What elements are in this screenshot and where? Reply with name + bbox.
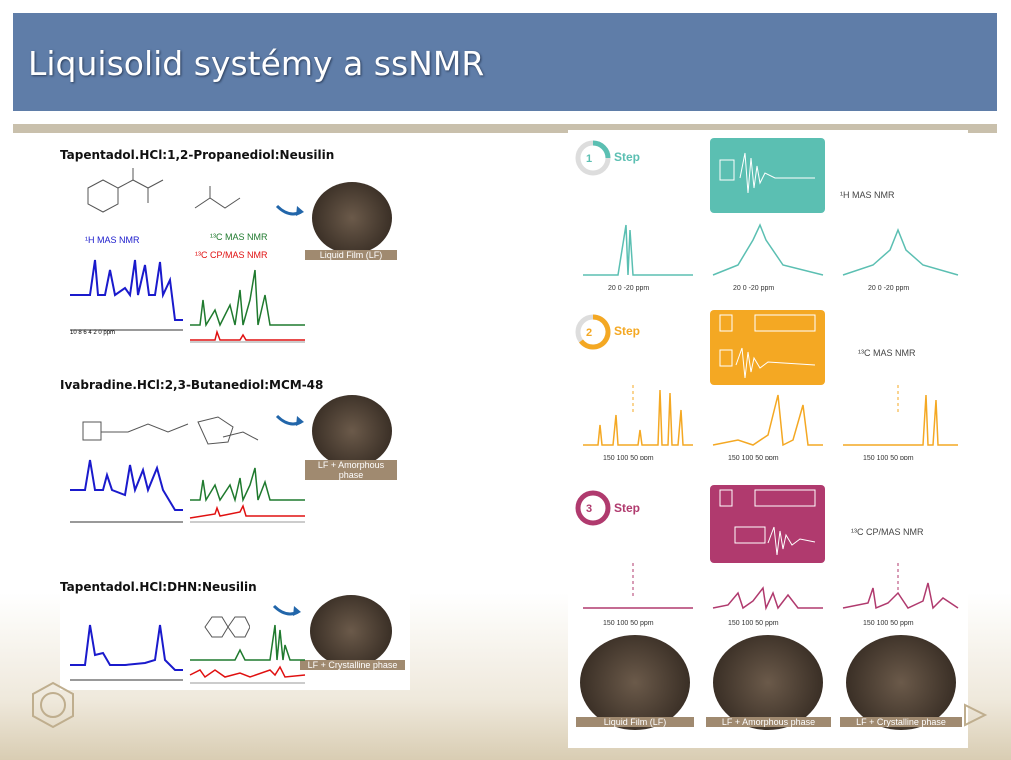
arrow-icon	[275, 204, 304, 216]
svg-text:150 100 50 ppm: 150 100 50 ppm	[863, 620, 914, 627]
pulse-sequence-box	[710, 138, 825, 213]
svg-text:150 100 50 ppm: 150 100 50 ppm	[603, 455, 654, 460]
left-figure-panel: Tapentadol.HCl:1,2-Propanediol:Neusilin …	[60, 140, 410, 690]
spectra-panel-2	[70, 459, 305, 523]
step-2-spectra: 150 100 50 ppm 150 100 50 ppm 150 100 50 p…	[583, 385, 958, 460]
panel-caption: Liquid Film (LF)	[305, 250, 397, 260]
pulse-sequence-box	[710, 485, 825, 563]
nmr-type-label: ¹³C CP/MAS NMR	[851, 527, 924, 537]
step-ring-icon: 2	[575, 314, 611, 350]
panel-caption: LF + Amorphous phase	[305, 460, 397, 480]
dhn-structure	[204, 616, 250, 638]
step-ring-icon: 1	[575, 140, 611, 176]
header-divider	[13, 124, 997, 133]
svg-text:20 0 -20 ppm: 20 0 -20 ppm	[868, 285, 909, 292]
step-3-spectra: 150 100 50 ppm 150 100 50 ppm 150 100 50 p…	[583, 563, 959, 627]
next-slide-icon[interactable]	[960, 700, 990, 730]
particle-image	[713, 635, 823, 730]
svg-text:3: 3	[586, 503, 592, 515]
particle-image	[580, 635, 690, 730]
svg-text:1: 1	[586, 153, 592, 165]
arrow-icon	[275, 414, 304, 426]
university-logo-icon	[32, 681, 74, 729]
svg-text:2: 2	[586, 327, 592, 339]
spectra-panel-1	[70, 259, 305, 343]
particle-caption: LF + Crystalline phase	[840, 717, 962, 727]
nmr-type-label: ¹H MAS NMR	[840, 190, 895, 200]
pulse-sequence-box	[710, 310, 825, 385]
particle-caption: LF + Amorphous phase	[706, 717, 831, 727]
step-label: Step	[614, 150, 641, 164]
spectra-panel-3	[70, 624, 306, 684]
panel-heading: Tapentadol.HCl:1,2-Propanediol:Neusilin	[60, 148, 335, 162]
step-1-spectra: 20 0 -20 ppm 20 0 -20 ppm 20 0 -20 ppm	[583, 223, 959, 292]
panel-caption: LF + Crystalline phase	[300, 660, 405, 670]
nmr-type-label: ¹³C MAS NMR	[858, 348, 916, 358]
particle-caption: Liquid Film (LF)	[576, 717, 694, 727]
step-label: Step	[614, 501, 641, 515]
particle-image	[312, 395, 392, 467]
c-nmr-label: ¹³C MAS NMR	[210, 232, 268, 242]
molecule-structure	[87, 168, 164, 213]
particle-image	[312, 182, 392, 254]
panel-heading: Ivabradine.HCl:2,3-Butanediol:MCM-48	[60, 378, 324, 392]
svg-text:150 100 50 ppm: 150 100 50 ppm	[728, 620, 779, 627]
particle-image	[310, 595, 392, 667]
svg-text:20 0 -20 ppm: 20 0 -20 ppm	[733, 285, 774, 292]
arrow-icon	[272, 604, 301, 616]
molecule-structure	[82, 416, 259, 445]
pulse-diagram	[719, 489, 816, 556]
h-axis-ticks: 10 8 6 4 2 0 ppm	[70, 330, 116, 336]
particle-image	[846, 635, 956, 730]
svg-text:150 100 50 ppm: 150 100 50 ppm	[603, 620, 654, 627]
step-label: Step	[614, 324, 641, 338]
step-ring-icon: 3	[575, 490, 611, 526]
panel-heading: Tapentadol.HCl:DHN:Neusilin	[60, 580, 257, 594]
svg-text:150 100 50 ppm: 150 100 50 ppm	[728, 455, 779, 460]
propanediol-structure	[194, 186, 241, 209]
pulse-diagram	[719, 314, 816, 379]
h-nmr-label: ¹H MAS NMR	[85, 235, 140, 245]
svg-text:150 100 50 ppm: 150 100 50 ppm	[863, 455, 914, 460]
slide-title: Liquisolid systémy a ssNMR	[28, 44, 485, 83]
pulse-diagram	[719, 152, 815, 194]
slide-header	[13, 13, 997, 111]
svg-text:20 0 -20 ppm: 20 0 -20 ppm	[608, 285, 649, 292]
cp-nmr-label: ¹³C CP/MAS NMR	[195, 250, 268, 260]
